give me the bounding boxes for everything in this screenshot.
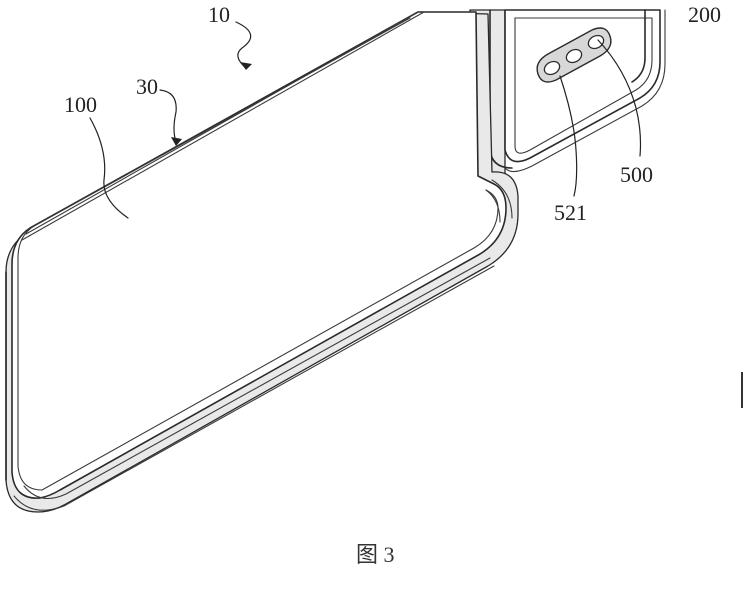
leader-500	[597, 39, 642, 157]
label-device-10: 10	[208, 2, 230, 27]
arrow-heads	[171, 62, 252, 146]
label-camera-cover-500: 500	[620, 162, 653, 187]
leader-100	[89, 117, 129, 219]
figure-caption: 图 3	[356, 542, 395, 567]
label-display-100: 100	[64, 92, 97, 117]
leader-10	[235, 21, 252, 69]
label-lens-521: 521	[554, 200, 587, 225]
leader-lines	[89, 21, 642, 219]
lens-middle	[565, 48, 583, 64]
camera-decoration	[536, 27, 612, 83]
label-edge-30: 30	[136, 74, 158, 99]
camera-module-body	[469, 9, 666, 179]
arrow-head-10	[240, 62, 252, 70]
lens-right	[587, 34, 605, 50]
phone-body	[5, 11, 519, 513]
lens-left	[543, 60, 561, 76]
label-camera-module-200: 200	[688, 2, 721, 27]
leader-30	[159, 89, 177, 143]
edge-mark	[741, 372, 743, 408]
leader-521	[559, 75, 578, 197]
arrow-head-30	[171, 137, 182, 146]
